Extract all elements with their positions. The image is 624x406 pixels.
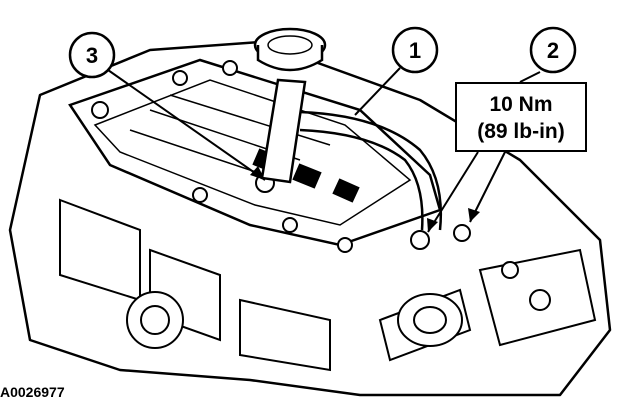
torque-spec-imperial: (89 lb-in): [477, 120, 565, 143]
oil-fill-tube: [253, 27, 327, 184]
callout-3: 3: [68, 31, 116, 79]
callout-3-label: 3: [86, 43, 98, 68]
leader-arrowheads: [250, 166, 480, 232]
torque-spec-metric: 10 Nm: [489, 93, 553, 116]
figure-id: A0026977: [0, 384, 65, 400]
callout-1-label: 1: [409, 38, 421, 63]
indicator-tube: [299, 110, 443, 231]
callout-2: 2: [529, 26, 577, 74]
callout-2-label: 2: [547, 38, 559, 63]
block-details: [59, 198, 597, 372]
callout-1: 1: [391, 26, 439, 74]
torque-spec-box: 10 Nm (89 lb-in): [455, 82, 587, 152]
leader-lines: [107, 67, 541, 233]
